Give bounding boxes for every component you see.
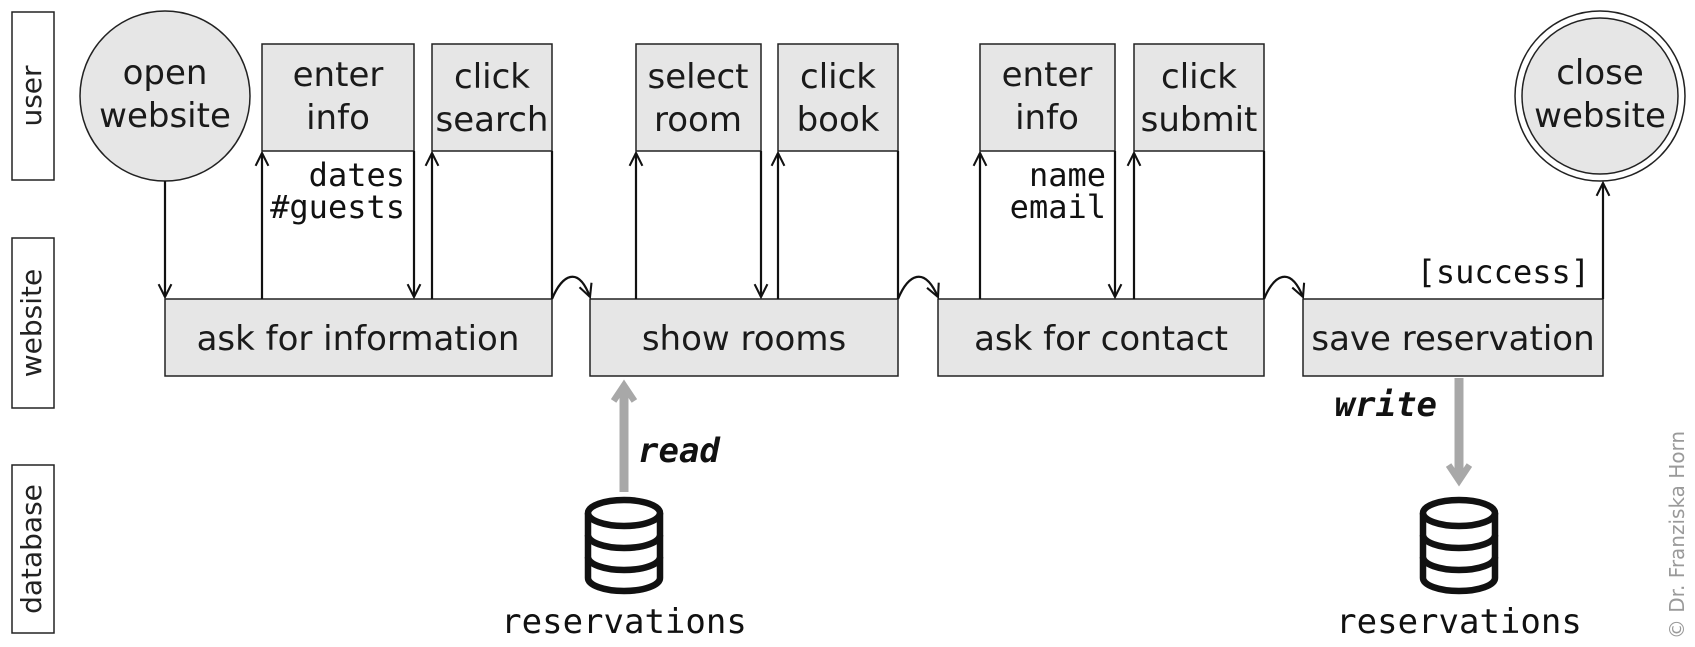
db-read-label: reservations bbox=[501, 602, 747, 642]
label-success: [success] bbox=[1417, 253, 1590, 291]
lane-website-label: website bbox=[15, 269, 48, 377]
step-label: ask for contact bbox=[974, 319, 1228, 359]
step-ask-for-contact: ask for contact bbox=[937, 298, 1265, 377]
action-label: click bbox=[1161, 57, 1237, 97]
label-name: name bbox=[1029, 156, 1106, 194]
step-ask-for-information: ask for information bbox=[164, 298, 553, 377]
label-email: email bbox=[1010, 188, 1106, 226]
end-node-close-website: close website bbox=[1514, 10, 1686, 182]
arrow-to-ask-contact bbox=[896, 275, 938, 300]
action-label: room bbox=[654, 100, 742, 140]
open-website-line2: website bbox=[99, 96, 231, 136]
db-write-group: write reservations bbox=[1335, 378, 1582, 642]
start-node-open-website: open website bbox=[79, 10, 251, 182]
action-click-book: click book bbox=[777, 43, 899, 152]
step-label: save reservation bbox=[1311, 319, 1594, 359]
action-label: info bbox=[1015, 98, 1079, 138]
action-label: info bbox=[306, 98, 370, 138]
label-guests: #guests bbox=[270, 188, 405, 226]
action-label: click bbox=[800, 57, 876, 97]
action-label: search bbox=[436, 100, 549, 140]
credit-text: © Dr. Franziska Horn bbox=[1665, 431, 1689, 639]
arrow-to-save-reservation bbox=[1262, 275, 1303, 300]
action-label: enter bbox=[293, 55, 384, 95]
write-label: write bbox=[1335, 385, 1437, 425]
lane-database-label: database bbox=[15, 484, 48, 614]
action-label: book bbox=[797, 100, 880, 140]
action-click-search: click search bbox=[431, 43, 553, 152]
database-icon bbox=[584, 496, 664, 595]
lane-user-label: user bbox=[15, 65, 48, 127]
action-select-room: select room bbox=[635, 43, 762, 152]
open-website-line1: open bbox=[123, 53, 208, 93]
lane-website: website bbox=[11, 237, 55, 409]
read-label: read bbox=[638, 431, 721, 471]
step-label: ask for information bbox=[197, 319, 520, 359]
action-label: enter bbox=[1002, 55, 1093, 95]
action-click-submit: click submit bbox=[1133, 43, 1265, 152]
arrow-to-show-rooms bbox=[550, 275, 590, 300]
close-website-line2: website bbox=[1534, 96, 1666, 136]
db-write-label: reservations bbox=[1336, 602, 1582, 642]
close-website-line1: close bbox=[1556, 53, 1644, 93]
action-enter-info-1: enter info bbox=[261, 43, 415, 152]
lane-database: database bbox=[11, 464, 55, 634]
step-save-reservation: save reservation bbox=[1302, 298, 1604, 377]
db-read-group: read reservations bbox=[501, 388, 747, 642]
action-label: click bbox=[454, 57, 530, 97]
step-show-rooms: show rooms bbox=[589, 298, 899, 377]
action-label: select bbox=[647, 57, 748, 97]
lane-user: user bbox=[11, 11, 55, 181]
action-enter-info-2: enter info bbox=[979, 43, 1116, 152]
action-label: submit bbox=[1141, 100, 1258, 140]
flow-arrows bbox=[165, 151, 1603, 300]
step-label: show rooms bbox=[642, 319, 846, 359]
database-icon bbox=[1419, 496, 1499, 595]
label-dates: dates bbox=[309, 156, 405, 194]
